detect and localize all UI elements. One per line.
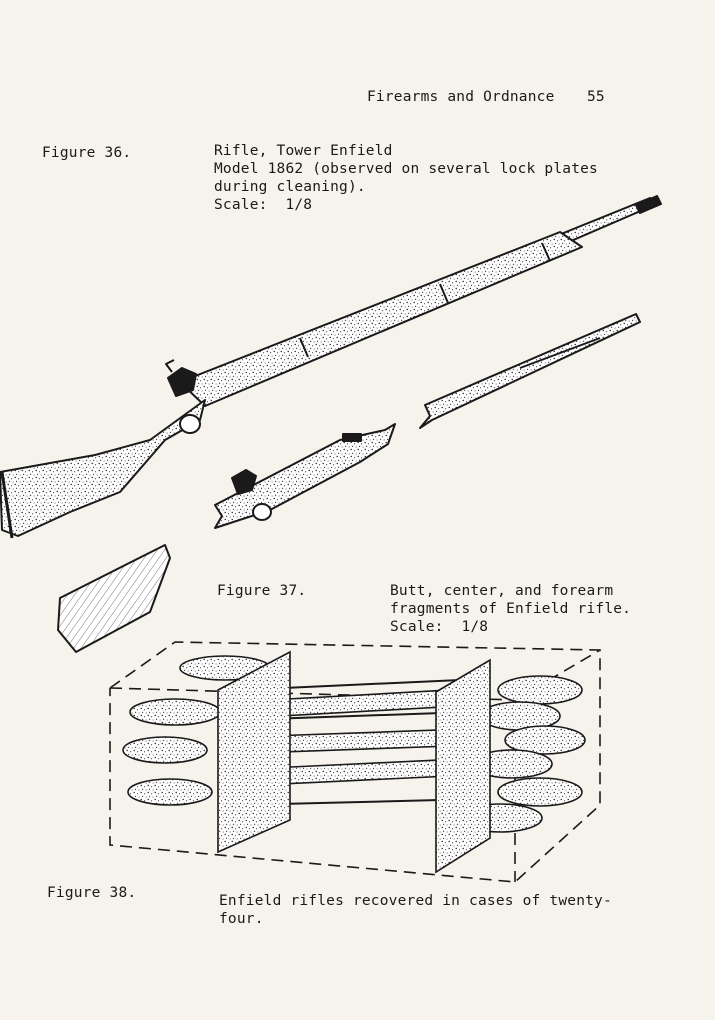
- figure-37-label: Figure 37.: [217, 583, 307, 599]
- figure-36-caption-line-3: during cleaning).: [214, 179, 366, 195]
- figure-36-caption-line-1: Rifle, Tower Enfield: [214, 143, 393, 159]
- figure-36-caption-line-2: Model 1862 (observed on several lock pla…: [214, 161, 598, 177]
- figure-37-caption-line-3: Scale: 1/8: [390, 619, 489, 635]
- figure-38-caption-line-2: four.: [219, 911, 264, 927]
- running-title: Firearms and Ordnance: [367, 89, 555, 105]
- figure-36-caption-line-4: Scale: 1/8: [214, 197, 313, 213]
- figure-36-rifle-drawing: [0, 195, 662, 539]
- page-number: 55: [587, 89, 605, 105]
- figure-38-crate-drawing: [109, 641, 601, 883]
- figure-38-caption-line-1: Enfield rifles recovered in cases of twe…: [219, 893, 612, 909]
- figure-37-caption-line-1: Butt, center, and forearm: [390, 583, 614, 599]
- figure-37-caption-line-2: fragments of Enfield rifle.: [390, 601, 632, 617]
- figure-38-label: Figure 38.: [47, 885, 137, 901]
- figure-37-fragments-drawing: [57, 313, 641, 653]
- figure-36-label: Figure 36.: [42, 145, 132, 161]
